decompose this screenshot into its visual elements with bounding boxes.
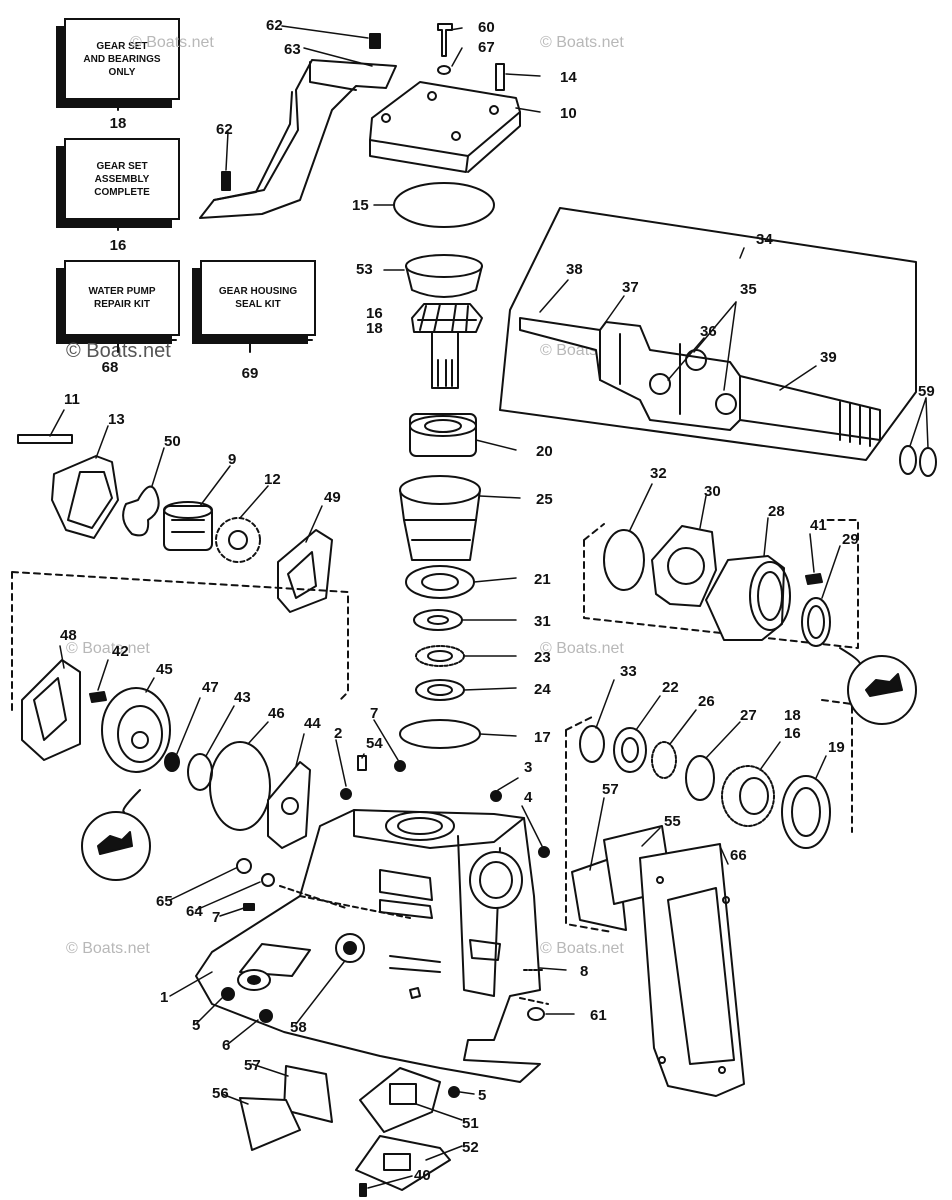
part-callout-label: 37: [622, 279, 639, 296]
part-callout-label: 31: [534, 613, 551, 630]
part-callout-label: 4: [524, 789, 533, 806]
part-callout-label: 16: [366, 305, 383, 322]
part-callout-label: 9: [228, 451, 236, 468]
part-callout-label: 24: [534, 681, 551, 698]
part-callout-label: 30: [704, 483, 721, 500]
part-callout-label: 46: [268, 705, 285, 722]
part-callout-label: 40: [414, 1167, 431, 1184]
part-callout-label: 64: [186, 903, 203, 920]
part-callout-label: 18: [784, 707, 801, 724]
part-callout-label: 18: [366, 320, 383, 337]
part-callout-label: 7: [370, 705, 378, 722]
kit-reference-number: 69: [242, 365, 259, 382]
part-callout-label: 2: [334, 725, 342, 742]
kit-box-label: GEAR SET ASSEMBLY COMPLETE: [94, 160, 150, 198]
part-callout-label: 23: [534, 649, 551, 666]
part-callout-label: 60: [478, 19, 495, 36]
kit-box-label: WATER PUMP REPAIR KIT: [88, 286, 156, 310]
part-callout-label: 29: [842, 531, 859, 548]
watermark: © Boats.net: [540, 940, 624, 957]
part-callout-label: 28: [768, 503, 785, 520]
part-callout-label: 34: [756, 231, 773, 248]
part-callout-label: 67: [478, 39, 495, 56]
kit-box-gear-set-and-bearings: GEAR SET AND BEARINGS ONLY: [64, 18, 180, 100]
part-callout-label: 6: [222, 1037, 230, 1054]
watermark: © Boats.net: [540, 34, 624, 51]
part-callout-label: 62: [216, 121, 233, 138]
part-callout-label: 43: [234, 689, 251, 706]
part-callout-label: 57: [244, 1057, 261, 1074]
kit-box-label: GEAR SET AND BEARINGS ONLY: [83, 40, 161, 78]
kit-box-water-pump-repair: WATER PUMP REPAIR KIT: [64, 260, 180, 336]
part-callout-label: 35: [740, 281, 757, 298]
part-callout-label: 52: [462, 1139, 479, 1156]
part-callout-label: 61: [590, 1007, 607, 1024]
part-callout-label: 19: [828, 739, 845, 756]
part-callout-label: 16: [784, 725, 801, 742]
part-callout-label: 55: [664, 813, 681, 830]
part-callout-label: 53: [356, 261, 373, 278]
kit-box-gear-set-assembly: GEAR SET ASSEMBLY COMPLETE: [64, 138, 180, 220]
part-callout-label: 36: [700, 323, 717, 340]
kit-box-gear-housing-seal: GEAR HOUSING SEAL KIT: [200, 260, 316, 336]
part-callout-label: 26: [698, 693, 715, 710]
part-callout-label: 41: [810, 517, 827, 534]
watermark: © Boats.net: [66, 640, 150, 657]
watermark: © Boats.net: [66, 940, 150, 957]
part-callout-label: 15: [352, 197, 369, 214]
part-callout-label: 27: [740, 707, 757, 724]
part-callout-label: 56: [212, 1085, 229, 1102]
part-callout-label: 54: [366, 735, 383, 752]
part-callout-label: 20: [536, 443, 553, 460]
part-callout-label: 48: [60, 627, 77, 644]
part-callout-label: 59: [918, 383, 935, 400]
part-callout-label: 1: [160, 989, 168, 1006]
part-callout-label: 57: [602, 781, 619, 798]
part-callout-label: 50: [164, 433, 181, 450]
part-callout-label: 33: [620, 663, 637, 680]
part-callout-label: 63: [284, 41, 301, 58]
part-callout-label: 3: [524, 759, 532, 776]
part-callout-label: 5: [478, 1087, 486, 1104]
part-callout-label: 38: [566, 261, 583, 278]
part-callout-label: 22: [662, 679, 679, 696]
part-callout-label: 66: [730, 847, 747, 864]
part-callout-label: 25: [536, 491, 553, 508]
part-callout-label: 32: [650, 465, 667, 482]
part-callout-label: 58: [290, 1019, 307, 1036]
watermark: © Boats.net: [540, 640, 624, 657]
part-callout-label: 62: [266, 17, 283, 34]
part-callout-label: 42: [112, 643, 129, 660]
part-callout-label: 5: [192, 1017, 200, 1034]
kit-reference-number: 68: [102, 359, 119, 376]
part-callout-label: 65: [156, 893, 173, 910]
kit-reference-number: 16: [110, 237, 127, 254]
part-callout-label: 17: [534, 729, 551, 746]
part-callout-label: 44: [304, 715, 321, 732]
part-callout-label: 7: [212, 909, 220, 926]
part-callout-label: 39: [820, 349, 837, 366]
watermark: © Boats.net: [130, 34, 214, 51]
part-callout-label: 45: [156, 661, 173, 678]
kit-reference-number: 18: [110, 115, 127, 132]
kit-box-label: GEAR HOUSING SEAL KIT: [218, 286, 298, 310]
part-callout-label: 21: [534, 571, 551, 588]
part-callout-label: 49: [324, 489, 341, 506]
part-callout-label: 11: [64, 391, 80, 408]
part-callout-label: 8: [580, 963, 588, 980]
part-callout-label: 13: [108, 411, 125, 428]
part-callout-label: 47: [202, 679, 219, 696]
part-callout-label: 14: [560, 69, 577, 86]
part-callout-label: 12: [264, 471, 281, 488]
part-callout-label: 51: [462, 1115, 479, 1132]
part-callout-label: 10: [560, 105, 577, 122]
